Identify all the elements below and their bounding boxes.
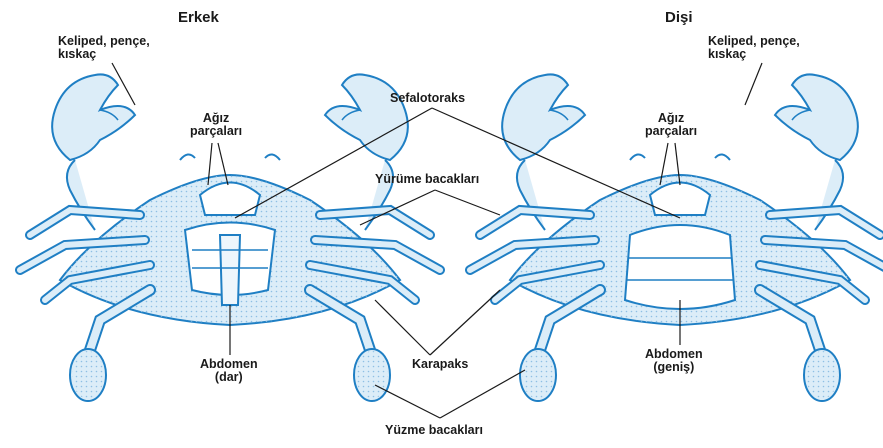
cephalothorax-label: Sefalotoraks — [390, 92, 465, 105]
carapace-label: Karapaks — [412, 358, 468, 371]
abdomen-label-left: Abdomen (dar) — [200, 358, 258, 384]
male-title: Erkek — [178, 10, 219, 26]
keliped-label-left: Keliped, pençe, kıskaç — [58, 35, 150, 61]
abdomen-label-right: Abdomen (geniş) — [645, 348, 703, 374]
mouthparts-label-left: Ağız parçaları — [190, 112, 242, 138]
mouthparts-label-right: Ağız parçaları — [645, 112, 697, 138]
keliped-label-right: Keliped, pençe, kıskaç — [708, 35, 800, 61]
walking-legs-label: Yürüme bacakları — [375, 173, 479, 186]
swimming-legs-label: Yüzme bacakları — [385, 424, 483, 437]
female-title: Dişi — [665, 10, 693, 26]
